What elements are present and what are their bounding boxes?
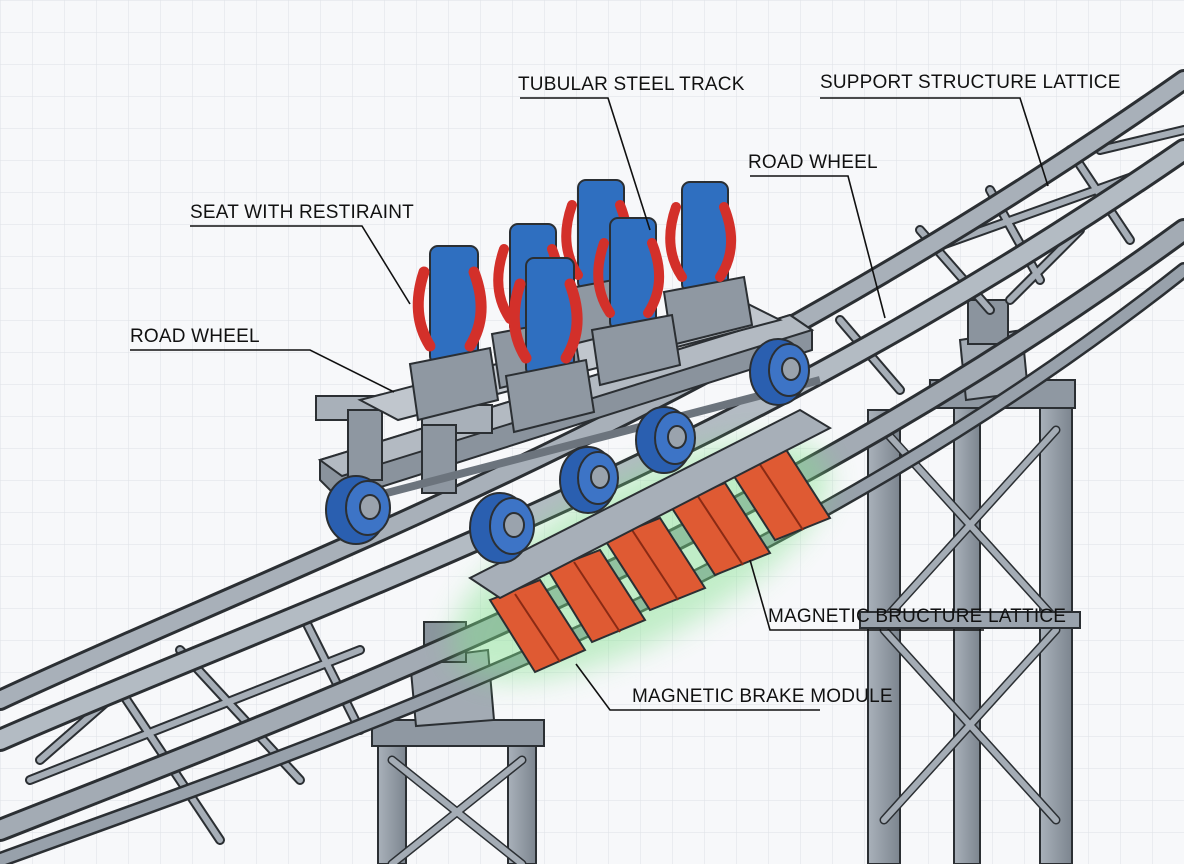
label-road-wheel-right: ROAD WHEEL [748, 152, 878, 173]
label-magnetic-brake-module: MAGNETIC BRAKE MODULE [632, 686, 893, 707]
leader-magnetic-brake-module [575, 663, 820, 711]
leader-support-structure-lattice [820, 97, 1049, 187]
leader-road-wheel-left [130, 349, 395, 393]
road-wheel [635, 406, 696, 474]
leader-tubular-steel-track [520, 97, 651, 231]
label-road-wheel-left: ROAD WHEEL [130, 326, 260, 347]
road-wheel [559, 446, 619, 514]
road-wheel [469, 492, 535, 564]
leader-magnetic-structure-lattice [749, 559, 984, 631]
seat-with-restraint [408, 245, 500, 422]
road-wheel [749, 338, 810, 406]
road-wheel [325, 475, 391, 545]
road-wheels [325, 338, 810, 564]
magnetic-brake-module [468, 408, 833, 674]
label-magnetic-structure-lattice: MAGNETIC BRUCTURE LATTICE [768, 606, 1067, 627]
seat-with-restraint [504, 257, 596, 434]
seat-with-restraint [590, 217, 682, 387]
seats [408, 179, 754, 434]
label-seat-with-restraint: SEAT WITH RESTIRAINT [190, 202, 414, 223]
leader-road-wheel-right [750, 175, 886, 319]
leader-seat-with-restraint [190, 225, 411, 305]
label-support-structure-lattice: SUPPORT STRUCTURE LATTICE [820, 72, 1121, 93]
seat-with-restraint [662, 181, 754, 347]
leader-lines [130, 97, 1049, 711]
label-tubular-steel-track: TUBULAR STEEL TRACK [518, 74, 745, 95]
